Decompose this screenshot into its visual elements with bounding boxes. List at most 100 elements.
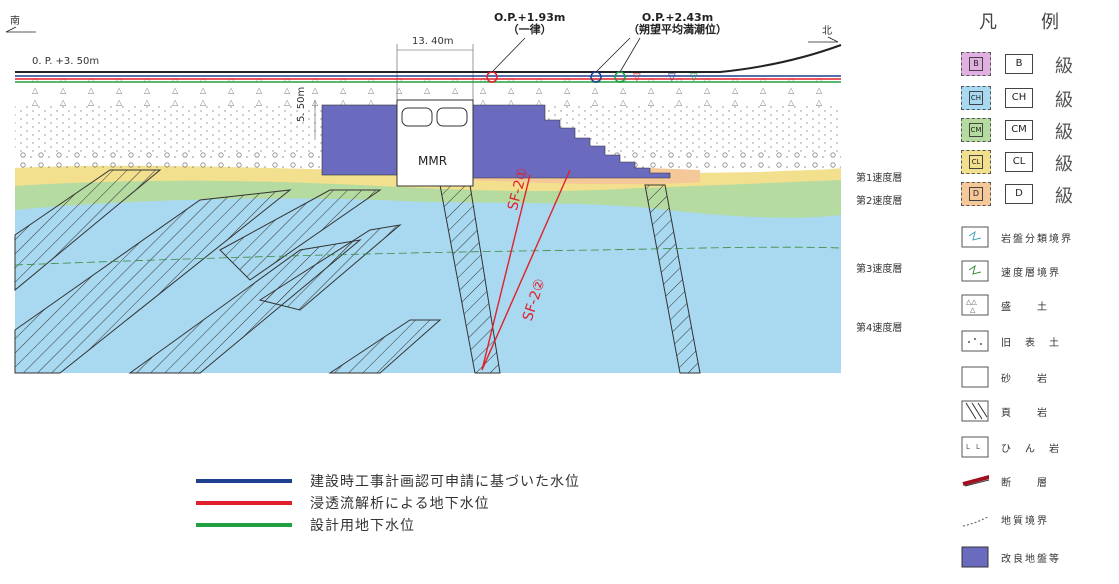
svg-text:▽: ▽: [633, 72, 641, 83]
mmr-label: MMR: [418, 154, 448, 168]
water-level-1-value: O.P.+1.93m: [494, 11, 566, 24]
grade-cl-class: CL: [1005, 152, 1033, 172]
north-label: 北: [822, 26, 832, 37]
water-level-2-note: （朔望平均満潮位）: [628, 23, 727, 36]
water-legend-row-seepage: 浸透流解析による地下水位: [196, 492, 580, 514]
water-legend-text: 建設時工事計画認可申請に基づいた水位: [310, 474, 580, 490]
legend-panel: 凡 例 B B 級 CH CH 級 CM CM 級 CL CL 級 D D 級: [955, 0, 1119, 584]
velocity-boundary-icon: [961, 260, 989, 282]
water-line-legend: 建設時工事計画認可申請に基づいた水位 浸透流解析による地下水位 設計用地下水位: [196, 470, 580, 536]
direction-arrows: [5, 26, 839, 43]
rock-class-boundary-icon: [961, 226, 989, 248]
fault-lines: [481, 169, 571, 371]
water-legend-text: 浸透流解析による地下水位: [310, 496, 490, 512]
layer-label-1: 第1速度層: [856, 173, 903, 184]
legend-rock-class-boundary: 岩盤分類境界: [955, 226, 1119, 250]
legend-text: 岩盤分類境界: [1001, 234, 1073, 245]
water-level-1: O.P.+1.93m （一律）: [494, 12, 565, 36]
improved-ground: [321, 104, 671, 179]
geologic-cross-section: △: [5, 26, 842, 374]
fault-icon: [962, 474, 989, 487]
svg-text:△: △: [970, 306, 976, 314]
layer-label-2: 第2速度層: [856, 196, 903, 207]
grade-cm-text: 級: [1055, 122, 1073, 143]
legend-fault: 断 層: [955, 470, 1119, 494]
legend-text: 地質境界: [1001, 516, 1049, 527]
old-fill-pattern-icon: [961, 330, 989, 352]
legend-text: ひ ん 岩: [1001, 444, 1061, 455]
grade-d-text: 級: [1055, 186, 1073, 207]
red-line-swatch: [196, 501, 292, 505]
grade-d-class: D: [1005, 184, 1033, 204]
grade-ch-mark: CH: [969, 91, 983, 105]
svg-text:L: L: [966, 443, 970, 451]
grade-cl-mark: CL: [969, 155, 983, 169]
grade-ch-class: CH: [1005, 88, 1033, 108]
sandstone-pattern-icon: [961, 366, 989, 388]
legend-text: 改良地盤等: [1001, 554, 1061, 565]
south-label: 南: [10, 16, 20, 27]
grade-ch-text: 級: [1055, 90, 1073, 111]
fill-pattern-icon: △△ △: [961, 294, 989, 316]
grade-cl-swatch: CL: [961, 150, 991, 174]
depth-dimension-label: 5. 50m: [296, 86, 307, 122]
legend-text: 断 層: [1001, 478, 1049, 489]
legend-improved-ground: 改良地盤等: [955, 546, 1119, 570]
grade-d-mark: D: [969, 187, 983, 201]
grade-d-swatch: D: [961, 182, 991, 206]
svg-text:▽: ▽: [690, 72, 698, 83]
water-level-2-value: O.P.+2.43m: [641, 11, 714, 24]
legend-shale: 頁 岩: [955, 400, 1119, 424]
legend-velocity-layer-boundary: 速度層境界: [955, 260, 1119, 284]
shale-pattern-icon: [961, 400, 989, 422]
legend-text: 頁 岩: [1001, 408, 1049, 419]
legend-sandstone: 砂 岩: [955, 366, 1119, 390]
grade-cm-class: CM: [1005, 120, 1033, 140]
svg-text:▽: ▽: [668, 72, 676, 83]
svg-text:L: L: [976, 443, 980, 451]
grade-cm: CM CM 級: [955, 118, 1119, 143]
legend-title-char-1: 凡: [979, 12, 997, 33]
grade-cl: CL CL 級: [955, 150, 1119, 175]
layer-label-4: 第4速度層: [856, 323, 903, 334]
legend-geologic-boundary: 地質境界: [955, 508, 1119, 532]
grade-cm-mark: CM: [969, 123, 983, 137]
grade-cm-swatch: CM: [961, 118, 991, 142]
width-dimension-label: 13. 40m: [412, 36, 454, 47]
shale-bands: [14, 169, 701, 374]
green-line-swatch: [196, 523, 292, 527]
water-level-2: O.P.+2.43m （朔望平均満潮位）: [628, 12, 727, 36]
mmr-structure: [314, 44, 474, 187]
water-legend-row-design: 設計用地下水位: [196, 514, 580, 536]
legend-old-fill: 旧 表 土: [955, 330, 1119, 354]
legend-fill: △△ △ 盛 土: [955, 294, 1119, 318]
legend-text: 速度層境界: [1001, 268, 1061, 279]
water-legend-row-construction: 建設時工事計画認可申請に基づいた水位: [196, 470, 580, 492]
grade-b-mark: B: [969, 57, 983, 71]
grade-ch: CH CH 級: [955, 86, 1119, 111]
blue-line-swatch: [196, 479, 292, 483]
grade-b: B B 級: [955, 52, 1119, 77]
improved-ground-icon: [961, 546, 989, 568]
legend-title-char-2: 例: [1041, 12, 1059, 33]
legend-text: 盛 土: [1001, 302, 1049, 313]
grade-b-swatch: B: [961, 52, 991, 76]
legend-text: 砂 岩: [1001, 374, 1049, 385]
legend-text: 旧 表 土: [1001, 338, 1061, 349]
ground-level-label: 0. P. +3. 50m: [32, 56, 100, 67]
grade-b-class: B: [1005, 54, 1033, 74]
grade-cl-text: 級: [1055, 154, 1073, 175]
surface-lines: [15, 44, 842, 83]
svg-text:△△: △△: [966, 298, 977, 306]
grade-d: D D 級: [955, 182, 1119, 207]
velocity-layer-boundary: [14, 246, 842, 266]
water-level-markers: ▽ ▽ ▽: [486, 37, 698, 83]
geologic-boundary-icon: [962, 515, 989, 527]
grade-ch-swatch: CH: [961, 86, 991, 110]
water-level-1-note: （一律）: [507, 23, 552, 36]
layer-label-3: 第3速度層: [856, 264, 903, 275]
water-legend-text: 設計用地下水位: [310, 518, 415, 534]
grade-b-text: 級: [1055, 56, 1073, 77]
